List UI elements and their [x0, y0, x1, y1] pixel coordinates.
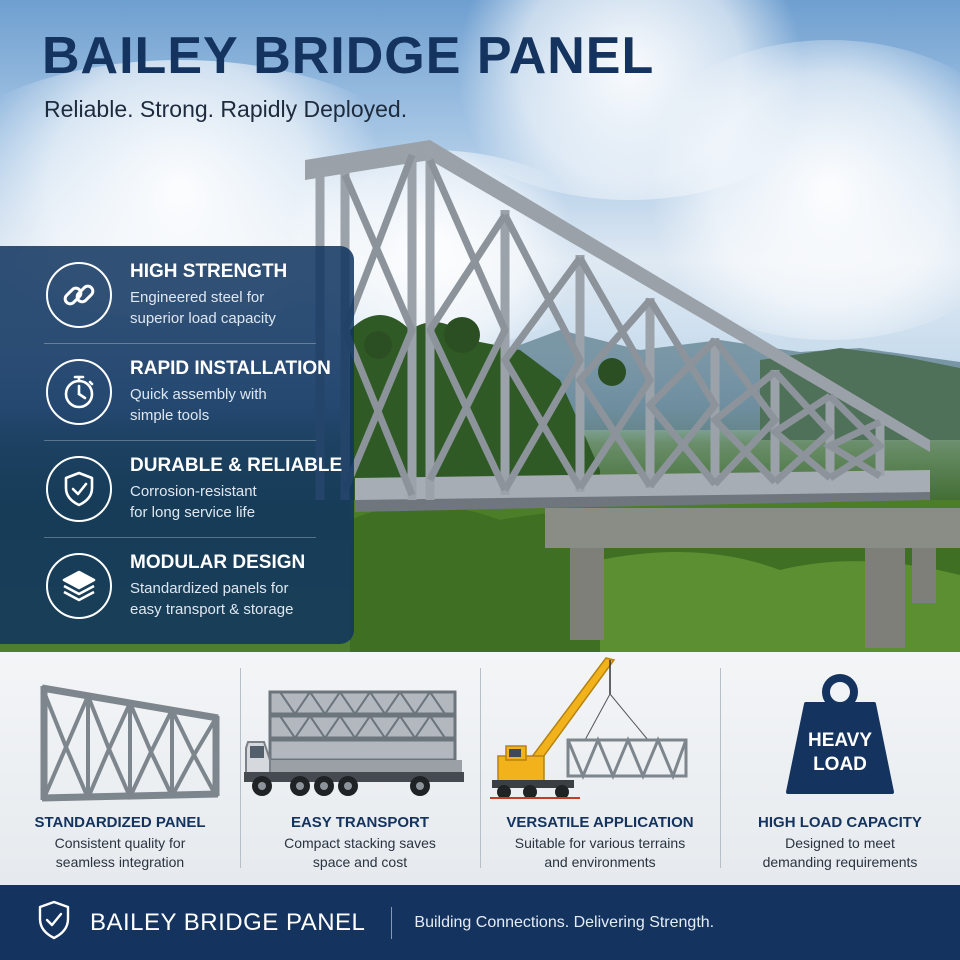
card-title: EASY TRANSPORT	[290, 814, 430, 831]
flatbed-truck-image	[244, 690, 464, 796]
features-panel: HIGH STRENGTH Engineered steel for super…	[0, 246, 354, 644]
card-title: VERSATILE APPLICATION	[506, 814, 694, 831]
feature-desc: Quick assembly with simple tools	[130, 385, 267, 424]
card-desc: Compact stacking saves space and cost	[284, 835, 436, 870]
card-title: STANDARDIZED PANEL	[34, 814, 206, 831]
feature-title: HIGH STRENGTH	[130, 260, 288, 282]
card-desc: Designed to meet demanding requirements	[762, 835, 918, 870]
truss-panel-image	[40, 684, 220, 802]
shield-icon	[36, 899, 72, 946]
weight-label-load: LOAD	[813, 754, 867, 775]
layers-icon	[46, 552, 112, 619]
bridge-scene	[305, 140, 960, 652]
footer-brand: BAILEY BRIDGE PANEL	[90, 908, 366, 936]
hero-banner: BAILEY BRIDGE PANEL Reliable. Strong. Ra…	[0, 0, 960, 652]
footer-tagline: Building Connections. Delivering Strengt…	[414, 913, 715, 931]
footer-bar: BAILEY BRIDGE PANEL Building Connections…	[0, 885, 960, 960]
card-easy-transport: EASY TRANSPORT Compact stacking saves sp…	[240, 652, 480, 885]
feature-title: RAPID INSTALLATION	[130, 357, 331, 379]
chain-link-icon	[46, 261, 112, 328]
shield-check-icon	[46, 455, 112, 522]
feature-title: DURABLE & RELIABLE	[130, 454, 343, 476]
feature-item-rapid-installation: RAPID INSTALLATION Quick assembly with s…	[22, 343, 354, 440]
stopwatch-icon	[46, 358, 112, 425]
feature-item-high-strength: HIGH STRENGTH Engineered steel for super…	[22, 246, 354, 343]
benefits-row: STANDARDIZED PANEL Consistent quality fo…	[0, 652, 960, 885]
feature-desc: Corrosion-resistant for long service lif…	[130, 482, 257, 521]
footer-divider	[391, 906, 393, 939]
card-versatile-application: VERSATILE APPLICATION Suitable for vario…	[480, 652, 720, 885]
weight-icon: HEAVY LOAD	[786, 674, 894, 794]
feature-desc: Standardized panels for easy transport &…	[130, 579, 294, 618]
card-high-load-capacity: HEAVY LOAD HIGH LOAD CAPACITY Designed t…	[720, 652, 960, 885]
card-title: HIGH LOAD CAPACITY	[758, 814, 922, 831]
feature-title: MODULAR DESIGN	[130, 551, 306, 573]
card-standardized-panel: STANDARDIZED PANEL Consistent quality fo…	[0, 652, 240, 885]
card-desc: Suitable for various terrains and enviro…	[514, 835, 686, 870]
crane-lifting-image	[490, 657, 688, 799]
feature-desc: Engineered steel for superior load capac…	[130, 288, 276, 327]
card-desc: Consistent quality for seamless integrat…	[54, 835, 186, 870]
page-title: BAILEY BRIDGE PANEL	[42, 27, 655, 85]
feature-item-durable-reliable: DURABLE & RELIABLE Corrosion-resistant f…	[22, 440, 354, 537]
weight-label-heavy: HEAVY	[808, 730, 872, 751]
feature-item-modular-design: MODULAR DESIGN Standardized panels for e…	[22, 537, 354, 634]
page-subtitle: Reliable. Strong. Rapidly Deployed.	[44, 96, 408, 122]
